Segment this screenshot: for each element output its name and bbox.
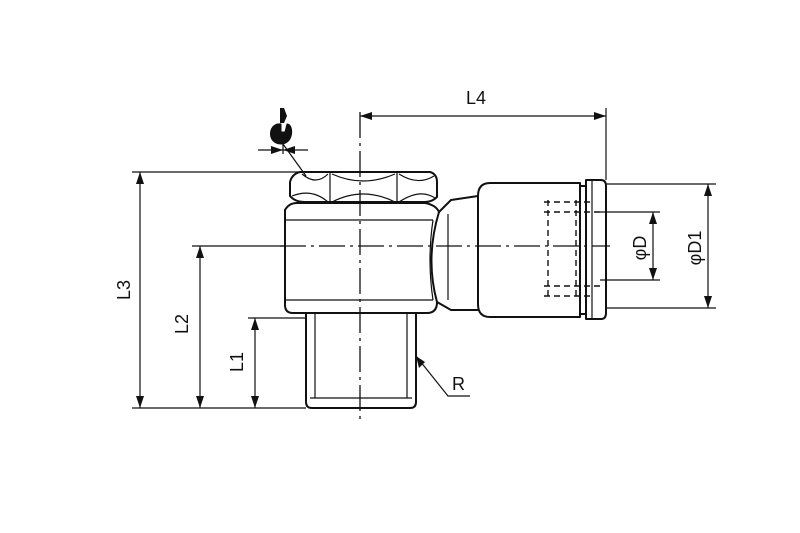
label-d: φD: [630, 236, 650, 261]
label-l4: L4: [466, 88, 486, 108]
dimension-l2: [192, 245, 285, 408]
label-d1: φD1: [685, 231, 705, 266]
dimension-l3: [132, 171, 306, 409]
fitting-body: [284, 195, 479, 314]
dimension-l4: [360, 108, 607, 180]
label-r: R: [452, 374, 465, 394]
hex-nut: [289, 171, 438, 203]
label-l1: L1: [227, 352, 247, 372]
dimension-d1: [606, 183, 716, 309]
center-lines: [280, 112, 610, 420]
dimension-l1: [248, 317, 306, 408]
dimension-d: [600, 211, 660, 281]
tube-collet: [477, 179, 607, 320]
wrench-icon: [270, 108, 293, 154]
thread-callout: [415, 355, 470, 397]
label-l2: L2: [172, 314, 192, 334]
male-thread: [305, 312, 417, 409]
label-l3: L3: [114, 280, 134, 300]
across-flats-dimension: [258, 143, 308, 177]
